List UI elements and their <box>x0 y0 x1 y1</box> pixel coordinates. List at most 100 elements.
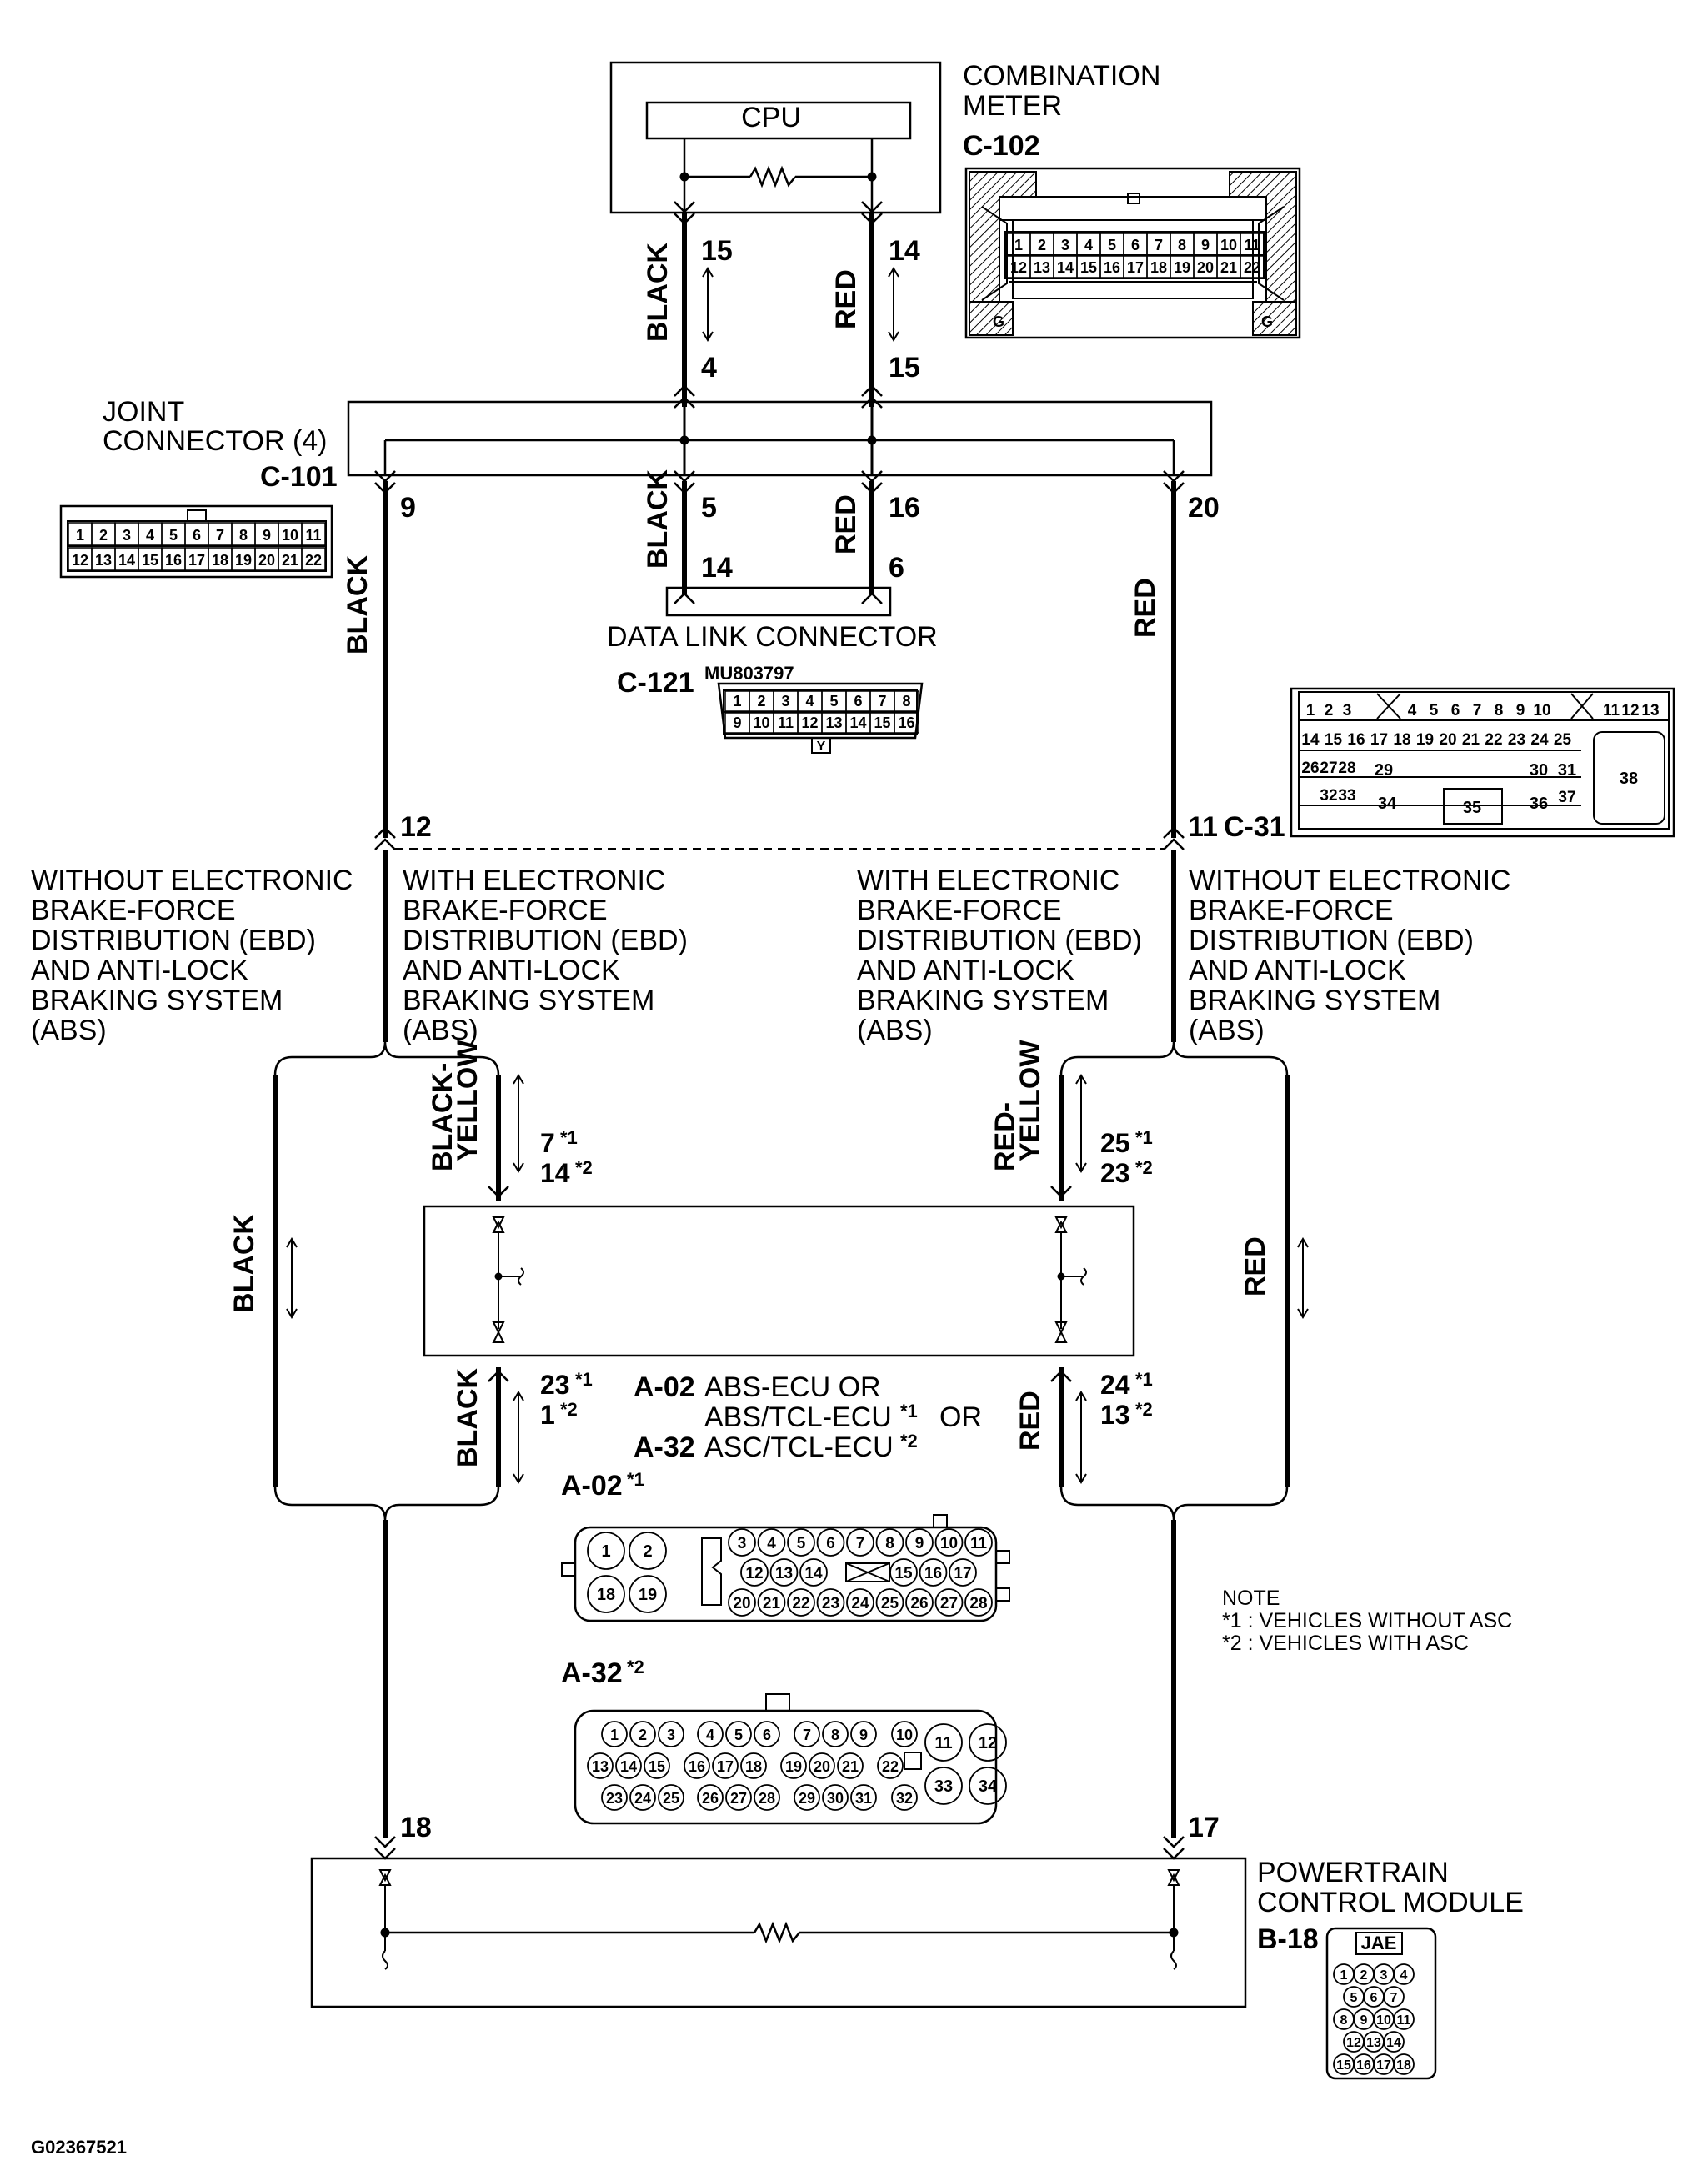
pin-number: 7 <box>1390 1991 1398 2005</box>
pin-number: 8 <box>831 1727 839 1743</box>
ecu-pin-labels: 7 *1 14 *2 25 *1 23 *2 23 *1 1 *2 24 *1 … <box>540 1127 1153 1430</box>
pin-number: 16 <box>898 714 914 731</box>
pin-number: 1 <box>610 1727 619 1743</box>
pin-cell <box>894 690 919 712</box>
wire-label-black-yellow-2: YELLOW <box>452 1040 483 1161</box>
wire-label-black: BLACK <box>642 243 674 342</box>
pin-number: 9 <box>859 1727 868 1743</box>
pin-number: 5 <box>1350 1991 1358 2005</box>
pin-cavity <box>846 1528 874 1557</box>
pin-number: 14 <box>118 552 135 569</box>
wire-label-red-yellow-1: RED- <box>989 1102 1021 1171</box>
wire-label-black: BLACK <box>642 469 674 569</box>
pin-number: 8 <box>902 693 910 709</box>
pin-number: 18 <box>597 1586 615 1604</box>
pin-cavity <box>919 1558 948 1587</box>
c31-connector-face <box>1290 687 1675 838</box>
pin-joint-mid-black: 5 <box>701 492 717 524</box>
svg-text:AND ANTI-LOCK: AND ANTI-LOCK <box>403 955 620 986</box>
abs-ecu-box <box>423 1205 1135 1357</box>
pin-number: 2 <box>1360 1968 1368 1983</box>
pin-number: 12 <box>979 1734 997 1752</box>
pin-number: 5 <box>1430 702 1439 719</box>
pin-number: 8 <box>1340 2013 1348 2028</box>
pin-cell <box>301 547 326 571</box>
svg-text:WITH ELECTRONIC: WITH ELECTRONIC <box>403 865 665 896</box>
pin-number: 12 <box>1621 702 1639 719</box>
pin-number: 17 <box>188 552 205 569</box>
pin-number: 26 <box>702 1790 719 1807</box>
pin-number: 24 <box>634 1790 651 1807</box>
pin-number: 22 <box>1485 731 1502 749</box>
b18-connector-face <box>1325 1927 1437 2080</box>
branch-label-with-abs-right: WITH ELECTRONIC BRAKE-FORCE DISTRIBUTION… <box>857 865 1142 1046</box>
pin-number: 6 <box>1370 1991 1378 2005</box>
pin-cavity <box>1393 2053 1415 2075</box>
pin-number: 19 <box>1416 731 1434 749</box>
svg-text:BRAKE-FORCE: BRAKE-FORCE <box>1189 895 1394 926</box>
pin-number: 12 <box>745 1565 763 1582</box>
pin-cell <box>894 712 919 734</box>
pin-number: 28 <box>969 1595 987 1612</box>
svg-text:WITHOUT ELECTRONIC: WITHOUT ELECTRONIC <box>31 865 353 896</box>
pin-number: 12 <box>72 552 88 569</box>
svg-text:NOTE: NOTE <box>1222 1587 1280 1610</box>
pin-cavity <box>757 1588 786 1617</box>
pin-cavity <box>934 1528 964 1557</box>
svg-text:*2: *2 <box>575 1157 593 1178</box>
pin-number: 7 <box>216 527 224 544</box>
pin-cavity <box>697 1784 724 1811</box>
wire-label-black: BLACK <box>342 555 373 654</box>
pin-cavity <box>905 1588 934 1617</box>
svg-text:(ABS): (ABS) <box>31 1015 107 1046</box>
pin-number: 11 <box>305 527 321 544</box>
pin-number: 11 <box>1397 2013 1411 2028</box>
pin-number: 17 <box>717 1758 734 1775</box>
pin-number: 10 <box>1533 702 1550 719</box>
pin-dlc-black: 14 <box>701 552 733 584</box>
pin-number: 15 <box>142 552 158 569</box>
pin-cavity <box>740 1752 767 1779</box>
pin-cavity <box>712 1752 739 1779</box>
pin-number: 3 <box>1380 1968 1388 1983</box>
svg-text:BRAKE-FORCE: BRAKE-FORCE <box>857 895 1062 926</box>
pin-number: 13 <box>1034 259 1050 276</box>
pin-number: 30 <box>827 1790 844 1807</box>
pin-number: 5 <box>797 1535 806 1552</box>
pin-number: 26 <box>1301 760 1319 777</box>
pin-number: 3 <box>738 1535 747 1552</box>
pin-number: 4 <box>1400 1968 1408 1983</box>
joint-code: C-101 <box>260 461 338 493</box>
pin-number: 17 <box>1370 731 1388 749</box>
pin-cavity <box>728 1588 756 1617</box>
pin-number: 37 <box>1558 789 1575 806</box>
pin-number: 7 <box>803 1727 811 1743</box>
pin-number: 22 <box>1244 259 1260 276</box>
pin-number: 5 <box>734 1727 743 1743</box>
a02-face-label: A-02 <box>561 1470 623 1502</box>
pin-cavity <box>629 1575 667 1613</box>
meter-title-1: COMBINATION <box>963 60 1160 92</box>
pin-cell <box>301 522 326 546</box>
pin-cavity <box>969 1723 1007 1762</box>
pcm-box <box>310 1857 1247 2008</box>
pin-cavity <box>924 1767 963 1805</box>
pin-cavity <box>837 1752 864 1779</box>
pin-number: 14 <box>1386 2036 1401 2050</box>
pin-number: 38 <box>1620 770 1638 788</box>
pin-number: 9 <box>263 527 271 544</box>
pin-number: 16 <box>165 552 182 569</box>
pin-number: 17 <box>1127 259 1144 276</box>
pin-number: 16 <box>924 1565 942 1582</box>
svg-text:*2: *2 <box>560 1399 578 1420</box>
dlc-code: C-121 <box>617 667 694 699</box>
wire-label-red-yellow-2: YELLOW <box>1014 1040 1046 1161</box>
combination-meter <box>609 61 942 214</box>
a02-connector-face <box>561 1514 1010 1622</box>
pin-cavity <box>644 1752 670 1779</box>
pin-number: 19 <box>785 1758 802 1775</box>
pin-number: 3 <box>123 527 131 544</box>
pin-number: 4 <box>706 1727 714 1743</box>
pin-number: 8 <box>1495 702 1504 719</box>
